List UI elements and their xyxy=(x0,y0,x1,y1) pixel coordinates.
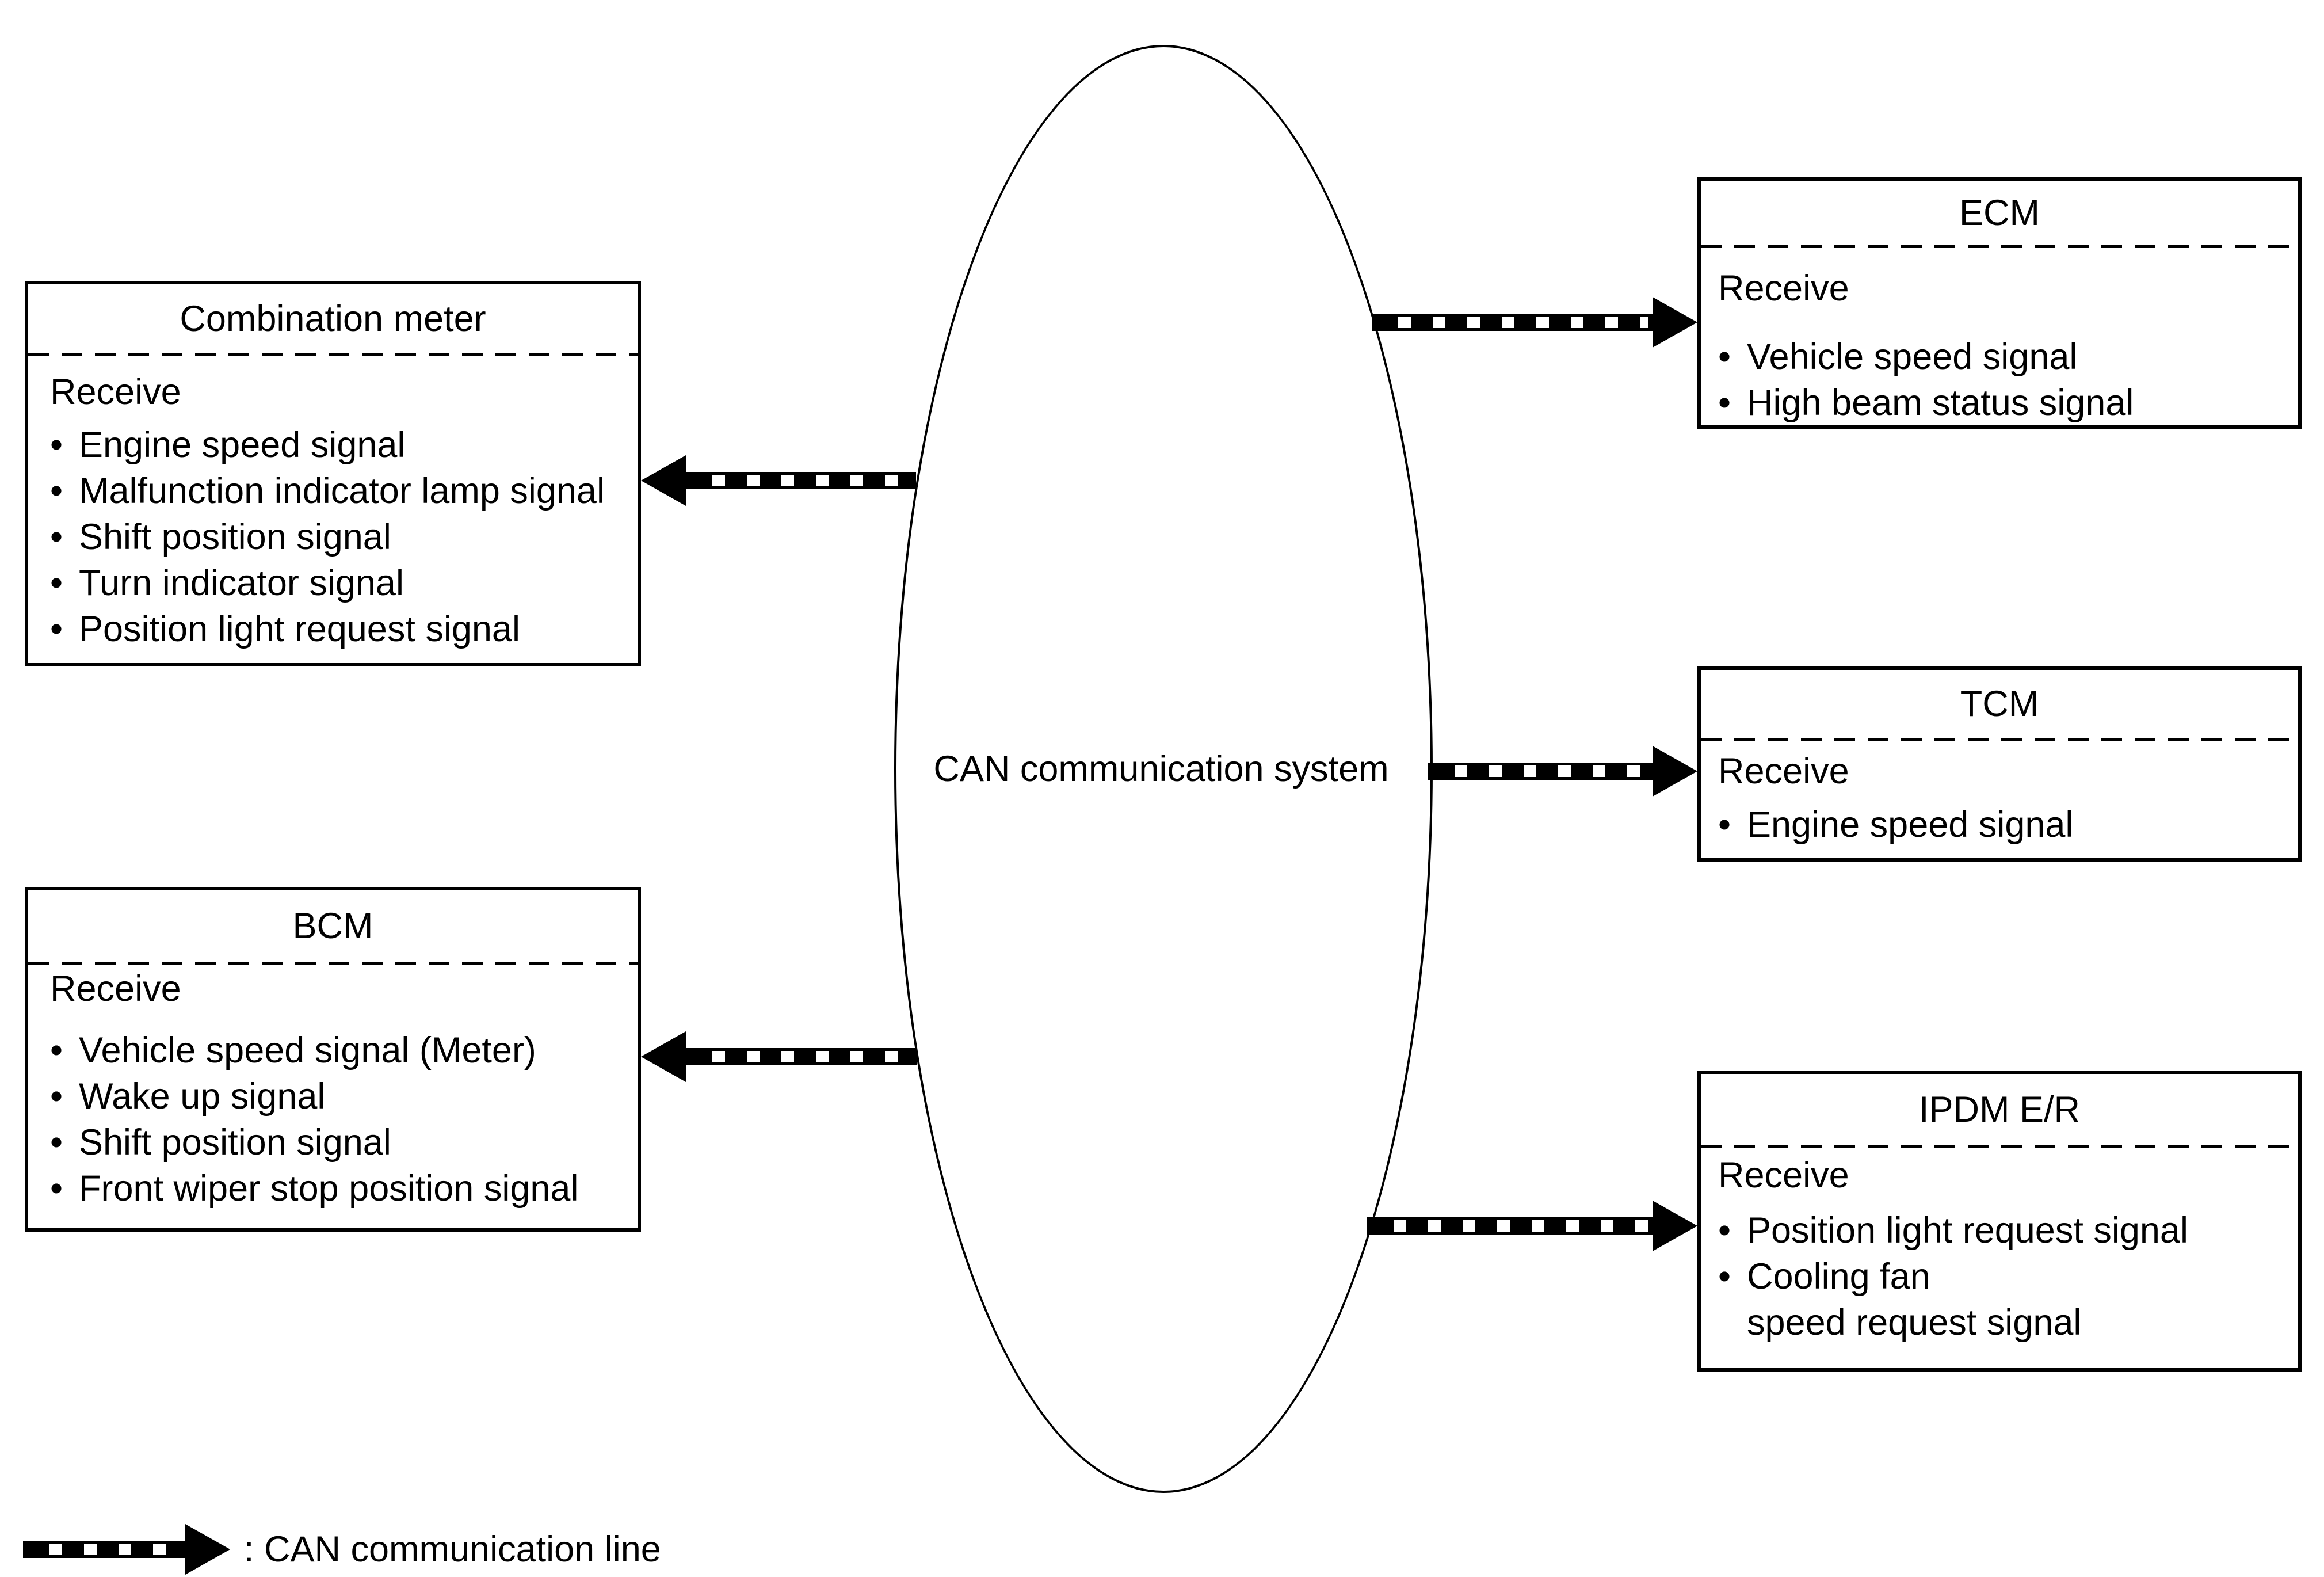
signal-item: •Engine speed signal xyxy=(1718,802,2292,848)
can-line-to-ecm xyxy=(1372,314,1653,331)
receive-label: Receive xyxy=(1718,751,1849,791)
node-title: ECM xyxy=(1959,192,2040,233)
bullet-icon: • xyxy=(50,609,63,649)
can-line-to-ipdm-er xyxy=(1367,1217,1653,1235)
signal-item: •Position light request signal xyxy=(1718,1207,2292,1254)
node-ipdm-er: IPDM E/R Receive •Position light request… xyxy=(1697,1071,2302,1372)
node-ecm: ECM Receive •Vehicle speed signal•High b… xyxy=(1697,177,2302,429)
receive-label: Receive xyxy=(50,969,181,1009)
signal-list: •Position light request signal•Cooling f… xyxy=(1718,1207,2292,1346)
bullet-icon: • xyxy=(50,1168,63,1209)
arrowhead-left-icon xyxy=(641,455,686,506)
bullet-icon: • xyxy=(50,425,63,465)
signal-item: •Wake up signal xyxy=(50,1073,632,1119)
signal-list: •Engine speed signal xyxy=(1718,802,2292,848)
bullet-icon: • xyxy=(50,1030,63,1071)
arrowhead-left-icon xyxy=(641,1031,686,1082)
signal-item: •Turn indicator signal xyxy=(50,560,632,606)
node-title: Combination meter xyxy=(180,298,486,339)
node-tcm: TCM Receive •Engine speed signal xyxy=(1697,666,2302,862)
can-line-to-bcm xyxy=(686,1048,917,1065)
can-system-ellipse xyxy=(894,45,1433,1493)
signal-item: •Shift position signal xyxy=(50,514,632,560)
signal-item: •Vehicle speed signal (Meter) xyxy=(50,1027,632,1073)
can-system-label: CAN communication system xyxy=(933,749,1389,789)
bullet-icon: • xyxy=(1718,383,1731,423)
node-title: IPDM E/R xyxy=(1918,1089,2081,1130)
title-divider xyxy=(28,353,638,356)
receive-label: Receive xyxy=(1718,268,1849,308)
bullet-icon: • xyxy=(1718,805,1731,845)
signal-item: •High beam status signal xyxy=(1718,380,2292,426)
can-line-to-tcm xyxy=(1428,763,1653,780)
title-divider xyxy=(28,962,638,965)
signal-item: •Vehicle speed signal xyxy=(1718,334,2292,380)
node-combination-meter: Combination meter Receive •Engine speed … xyxy=(25,281,641,666)
arrowhead-right-icon xyxy=(1653,1201,1697,1251)
signal-item: •Position light request signal xyxy=(50,606,632,652)
bullet-icon: • xyxy=(50,1122,63,1163)
bullet-icon: • xyxy=(1718,1256,1731,1297)
signal-item: •Shift position signal xyxy=(50,1119,632,1165)
bullet-icon: • xyxy=(50,471,63,511)
bullet-icon: • xyxy=(50,563,63,603)
node-bcm: BCM Receive •Vehicle speed signal (Meter… xyxy=(25,887,641,1232)
receive-label: Receive xyxy=(50,372,181,412)
node-content: Receive •Engine speed signal xyxy=(1701,741,2298,848)
bullet-icon: • xyxy=(1718,337,1731,377)
signal-item: •Front wiper stop position signal xyxy=(50,1165,632,1212)
legend-label: : CAN communication line xyxy=(244,1529,661,1570)
node-content: Receive •Engine speed signal•Malfunction… xyxy=(28,356,638,652)
legend-arrow-icon xyxy=(23,1541,185,1558)
signal-list: •Engine speed signal•Malfunction indicat… xyxy=(50,422,632,652)
signal-item: •Cooling fan xyxy=(1718,1254,2292,1300)
can-line-to-combination-meter xyxy=(686,472,916,489)
signal-list: •Vehicle speed signal•High beam status s… xyxy=(1718,334,2292,426)
title-divider xyxy=(1701,738,2298,741)
arrowhead-right-icon xyxy=(1653,746,1697,797)
bullet-icon: • xyxy=(1718,1210,1731,1251)
signal-list: •Vehicle speed signal (Meter)•Wake up si… xyxy=(50,1027,632,1212)
title-divider xyxy=(1701,245,2298,248)
receive-label: Receive xyxy=(1718,1155,1849,1195)
signal-item: •Engine speed signal xyxy=(50,422,632,468)
bullet-icon: • xyxy=(50,517,63,557)
bullet-icon: • xyxy=(50,1076,63,1117)
node-title: BCM xyxy=(292,906,373,946)
node-content: Receive •Vehicle speed signal•High beam … xyxy=(1701,248,2298,426)
node-content: Receive •Vehicle speed signal (Meter)•Wa… xyxy=(28,965,638,1212)
title-divider xyxy=(1701,1145,2298,1148)
node-title: TCM xyxy=(1960,684,2039,724)
signal-item: speed request signal xyxy=(1747,1302,2082,1343)
node-content: Receive •Position light request signal•C… xyxy=(1701,1148,2298,1346)
legend-arrowhead-icon xyxy=(185,1524,230,1575)
arrowhead-right-icon xyxy=(1653,297,1697,348)
signal-item: •Malfunction indicator lamp signal xyxy=(50,468,632,514)
